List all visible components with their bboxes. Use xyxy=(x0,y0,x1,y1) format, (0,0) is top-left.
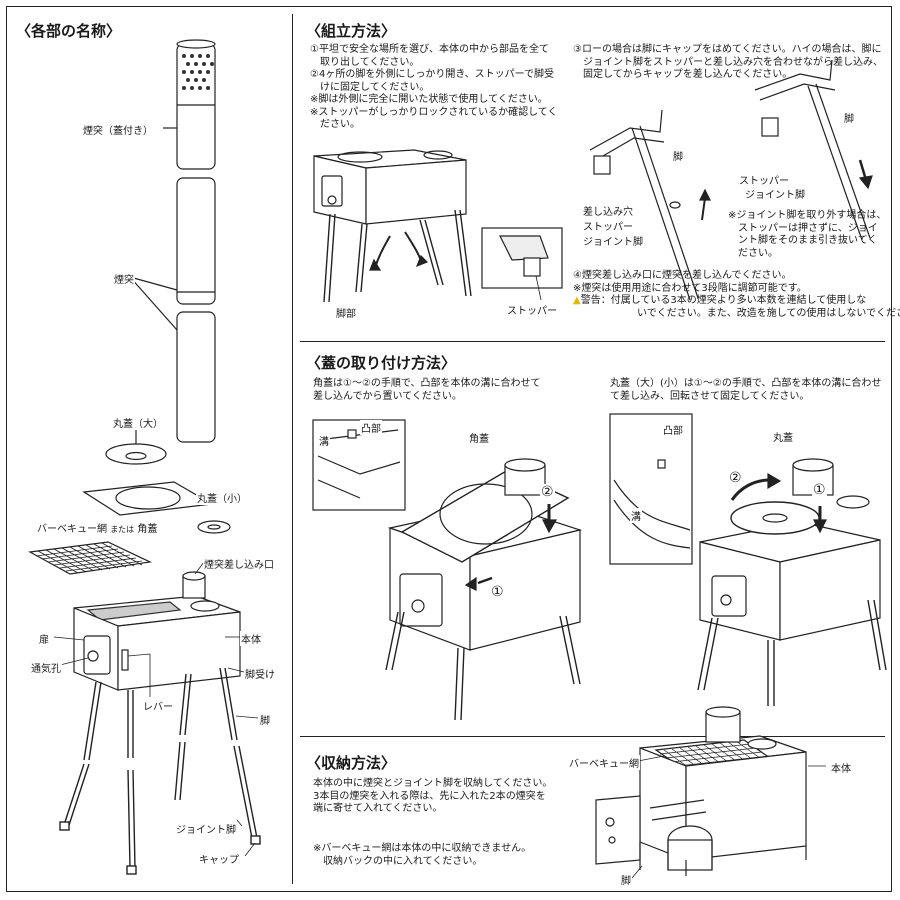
label-joint-leg: ジョイント脚 xyxy=(175,821,237,836)
label-round-lid: 丸蓋 xyxy=(772,429,794,444)
label-groove-left: 溝 xyxy=(318,433,330,448)
label-bbq-net-storage: バーベキュー網 xyxy=(568,755,640,770)
label-body-storage: 本体 xyxy=(830,760,852,775)
storage-note: ※バーベキュー網は本体の中に収納できません。 収納バックの中に入れてください。 xyxy=(313,843,532,867)
assembly-section-title: 〈組立方法〉 xyxy=(306,22,397,40)
storage-section-title: 〈収納方法〉 xyxy=(306,754,397,772)
step-two-marker-right: ② xyxy=(728,470,743,486)
assembly-step-1: ①平坦で安全な場所を選び、本体の中から部品を全て 取り出してください。 ②4ヶ所… xyxy=(310,44,558,130)
label-leg-part: 脚部 xyxy=(335,305,357,320)
label-round-lid-large: 丸蓋（大） xyxy=(112,415,164,430)
square-lid-illustration xyxy=(82,481,214,516)
leg-joint-illustration xyxy=(589,109,711,301)
chimney-with-lid-illustration xyxy=(176,39,216,170)
bbq-net-illustration xyxy=(28,541,153,575)
page-frame xyxy=(6,6,892,892)
label-convex-right: 凸部 xyxy=(662,422,684,437)
label-round-lid-small: 丸蓋（小） xyxy=(196,490,248,505)
label-body: 本体 xyxy=(240,631,262,646)
label-cap: キャップ xyxy=(198,851,240,866)
assembly-stove-illustration xyxy=(313,149,472,303)
warning-icon: ▲ xyxy=(573,295,581,306)
label-leg: 脚 xyxy=(259,712,271,727)
label-leg-holder: 脚受け xyxy=(244,666,276,681)
assembly-step-4: ④煙突差し込み口に煙突を差し込んでください。 ※煙突は使用用途に合わせて3段階に… xyxy=(573,270,900,319)
chimney-pipe-illustration xyxy=(176,177,216,443)
joint-leg-removal-note: ※ジョイント脚を取り外す場合は、 ストッパーは押さずに、ジョイ ント脚をそのまま… xyxy=(728,210,887,259)
parts-section-title: 〈各部の名称〉 xyxy=(16,22,122,40)
step-two-marker-left: ② xyxy=(540,484,555,500)
round-lid-small-illustration xyxy=(197,520,231,534)
label-convex-left: 凸部 xyxy=(360,420,382,435)
label-leg-right: 脚 xyxy=(843,110,855,125)
storage-illustration xyxy=(595,706,807,876)
groove-detail-box-right xyxy=(609,413,693,565)
label-chimney-inlet: 煙突差し込み口 xyxy=(203,556,275,571)
label-joint-leg-right: ジョイント脚 xyxy=(744,186,806,201)
label-door: 扉 xyxy=(38,631,50,646)
step-one-marker-left: ① xyxy=(490,584,505,600)
label-joint-leg-mid: ジョイント脚 xyxy=(582,233,644,248)
assembly-step-3: ③ローの場合は脚にキャップをはめてください。ハイの場合は、脚に ジョイント脚をス… xyxy=(573,44,883,80)
label-bbq-net-or-square-lid: バーベキュー網 または 角蓋 xyxy=(36,520,159,535)
square-lid-mounting-illustration xyxy=(385,458,583,721)
label-leg-storage: 脚 xyxy=(620,872,632,887)
label-chimney: 煙突 xyxy=(113,271,135,286)
round-lid-large-illustration xyxy=(105,443,167,465)
label-square-lid: 角蓋 xyxy=(468,430,490,445)
label-chimney-with-lid: 煙突（蓋付き） xyxy=(82,122,154,137)
section-divider-2 xyxy=(300,736,885,737)
round-lid-mounting-illustration xyxy=(697,458,887,706)
label-lever: レバー xyxy=(142,698,174,713)
label-stopper-right: ストッパー xyxy=(738,172,790,187)
label-insert-hole: 差し込み穴 xyxy=(582,203,634,218)
lid-section-title: 〈蓋の取り付け方法〉 xyxy=(306,354,457,372)
round-lid-description: 丸蓋（大）(小）は①～②の手順で、凸部を本体の溝に合わせて差し込み、回転させて固… xyxy=(610,378,882,402)
storage-description: 本体の中に煙突とジョイント脚を収納してください。3本目の煙突を入れる際は、先に入… xyxy=(313,778,553,814)
stove-legs-illustration xyxy=(59,667,261,875)
column-divider xyxy=(292,14,293,884)
label-stopper-mid: ストッパー xyxy=(582,218,634,233)
square-lid-description: 角蓋は①～②の手順で、凸部を本体の溝に合わせて差し込んでから置いてください。 xyxy=(313,378,541,402)
label-vent: 通気孔 xyxy=(30,660,62,675)
section-divider-1 xyxy=(300,341,885,342)
label-stopper-detail: ストッパー xyxy=(506,302,558,317)
stove-body-illustration xyxy=(73,571,241,691)
label-groove-right: 溝 xyxy=(630,508,642,523)
step-one-marker-right: ① xyxy=(812,482,827,498)
label-leg-mid: 脚 xyxy=(672,148,684,163)
leg-joint-removal-illustration xyxy=(754,59,873,241)
